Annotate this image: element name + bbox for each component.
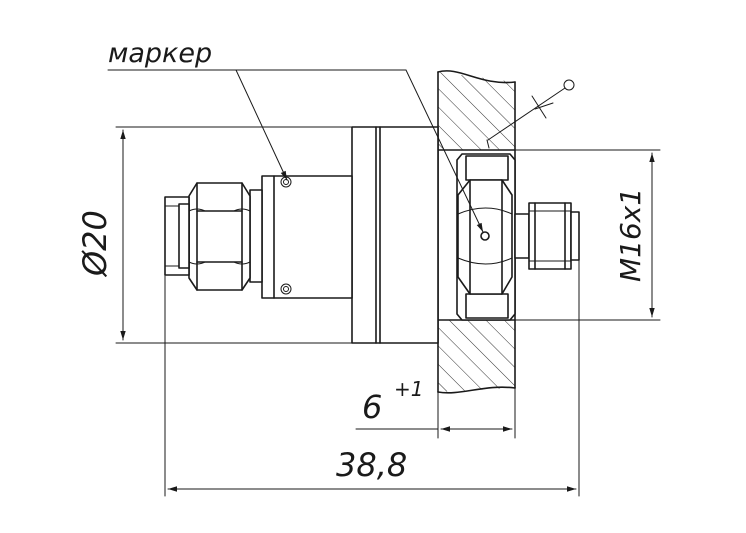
wall-upper-hatch <box>438 72 515 150</box>
diameter-dimension <box>115 126 353 344</box>
wall-section <box>437 70 516 394</box>
diameter-label: Ø20 <box>76 210 114 278</box>
thread-dimension <box>514 149 661 321</box>
total-length-dimension <box>164 259 580 497</box>
total-length-label: 38,8 <box>336 446 407 484</box>
left-connector-tip <box>164 196 190 276</box>
depth-label: 6 <box>362 388 382 426</box>
left-hex-nut <box>188 182 251 291</box>
surface-finish-symbol <box>487 79 575 141</box>
flange <box>351 126 439 344</box>
marker-leader <box>107 69 490 233</box>
marker-label: маркер <box>108 38 212 69</box>
right-hex-nut <box>456 153 516 321</box>
wall-lower-hatch <box>438 320 515 392</box>
right-connector-tip <box>514 202 580 270</box>
thread-label: M16x1 <box>614 188 647 282</box>
connector-body <box>249 175 353 299</box>
depth-tolerance-label: +1 <box>394 377 423 401</box>
depth-dimension <box>355 387 516 439</box>
